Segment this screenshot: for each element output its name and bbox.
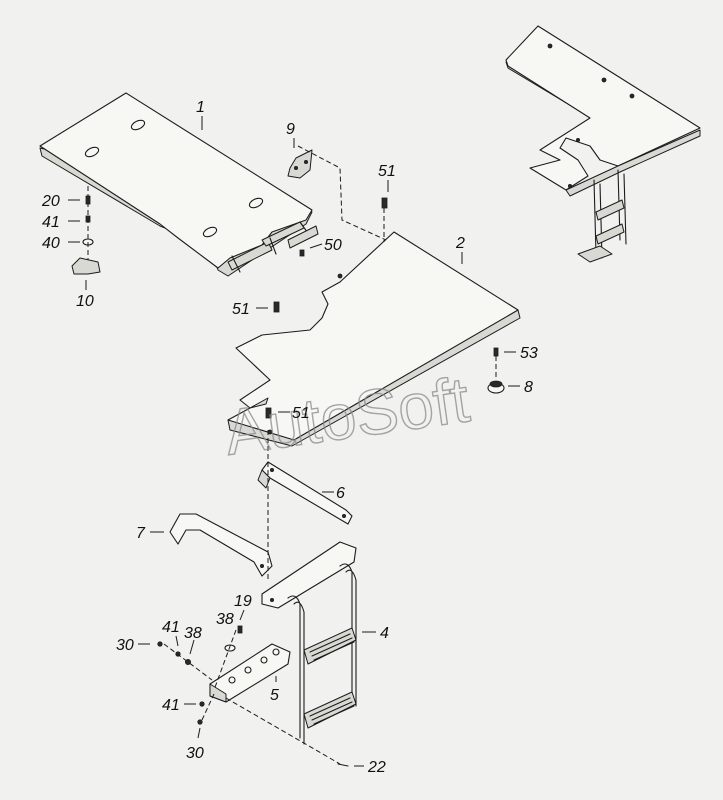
callout-38: 38 xyxy=(216,611,234,628)
part-1-platform-plate xyxy=(39,92,319,277)
callout-51: 51 xyxy=(232,301,250,318)
assembly-lines xyxy=(87,145,497,765)
callout-41: 41 xyxy=(162,697,180,714)
callout-6: 6 xyxy=(336,485,345,502)
callout-51: 51 xyxy=(378,163,396,180)
callout-20: 20 xyxy=(41,193,60,210)
callout-4: 4 xyxy=(380,625,389,642)
part-7-bracket-arm xyxy=(169,513,273,577)
assembled-view-inset xyxy=(505,25,701,263)
callout-labels: 1 9 51 2 20 41 40 10 50 51 53 8 51 6 7 4… xyxy=(41,99,538,776)
leader-lines xyxy=(68,116,520,767)
callout-9: 9 xyxy=(286,121,295,138)
callout-41: 41 xyxy=(162,619,180,636)
callout-38: 38 xyxy=(184,625,202,642)
callout-8: 8 xyxy=(524,379,533,396)
callout-22: 22 xyxy=(367,759,386,776)
callout-1: 1 xyxy=(196,99,205,116)
part-10-clamp xyxy=(71,257,101,275)
part-9-bracket xyxy=(287,149,313,179)
part-8-bumper xyxy=(487,380,505,394)
callout-30: 30 xyxy=(186,745,204,762)
callout-7: 7 xyxy=(136,525,146,542)
callout-2: 2 xyxy=(455,235,465,252)
callout-10: 10 xyxy=(76,293,94,310)
callout-51: 51 xyxy=(292,405,310,422)
callout-41: 41 xyxy=(42,214,60,231)
part-5-hinge-plate xyxy=(209,643,291,703)
part-4-ladder xyxy=(261,541,357,745)
callout-53: 53 xyxy=(520,345,538,362)
watermark-text: AutoSoft xyxy=(220,363,473,468)
callout-19: 19 xyxy=(234,593,252,610)
fasteners xyxy=(82,195,499,767)
callout-30: 30 xyxy=(116,637,134,654)
callout-5: 5 xyxy=(270,687,279,704)
callout-40: 40 xyxy=(42,235,60,252)
callout-50: 50 xyxy=(324,237,342,254)
